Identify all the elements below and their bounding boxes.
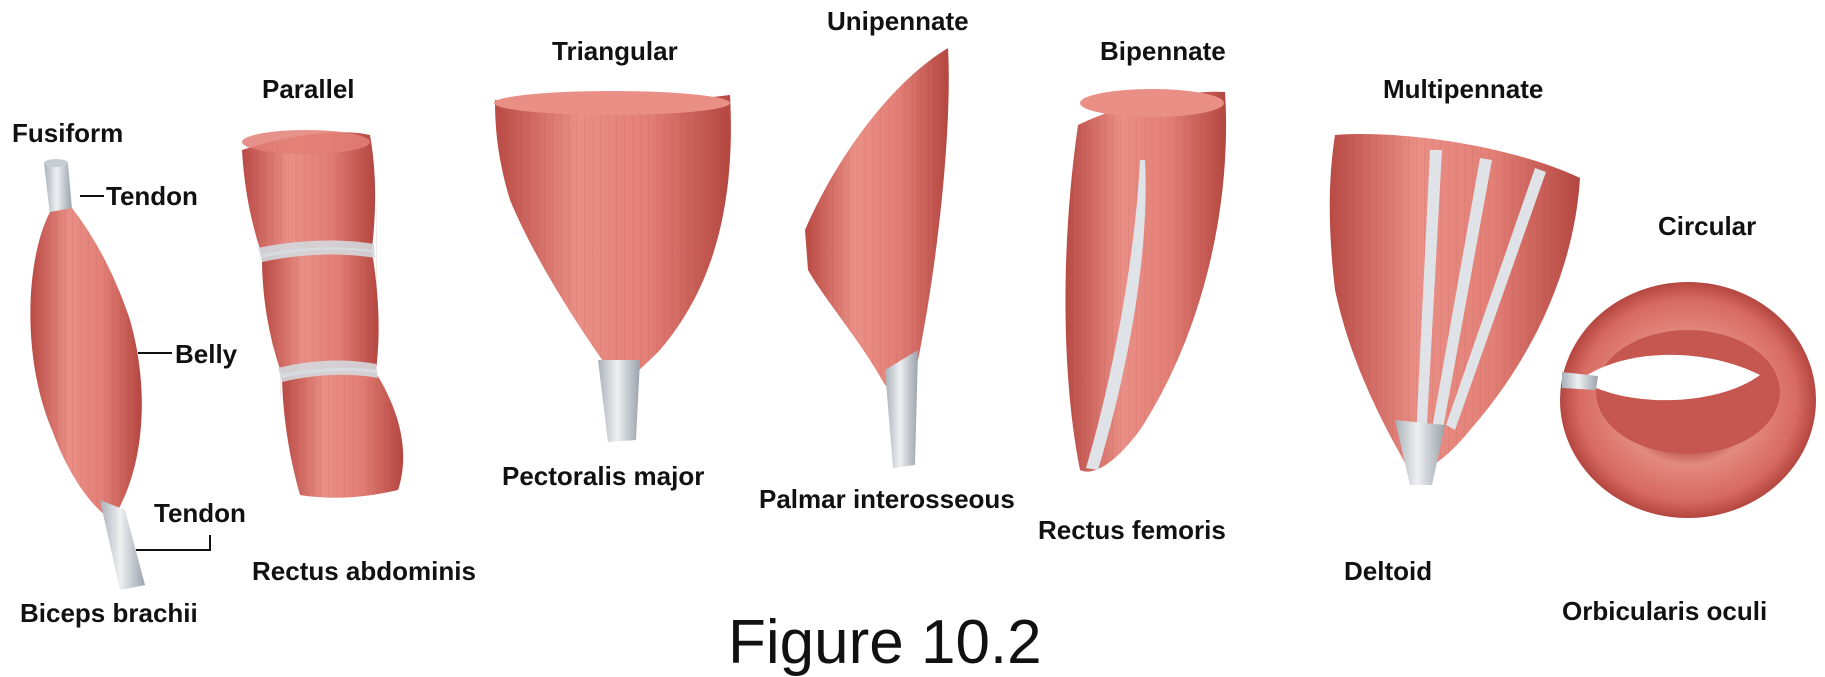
label-unipennate: Unipennate [827, 8, 969, 34]
example-multipennate: Deltoid [1344, 558, 1432, 584]
bipennate-muscle-figure [1065, 89, 1226, 472]
parallel-muscle-figure [242, 130, 403, 498]
unipennate-tendon [885, 350, 918, 468]
example-circular: Orbicularis oculi [1562, 598, 1767, 624]
parallel-top-end [242, 130, 370, 154]
figure-caption: Figure 10.2 [728, 612, 1042, 674]
triangular-tendon [598, 360, 640, 442]
example-triangular: Pectoralis major [502, 463, 704, 489]
triangular-top-end [494, 91, 730, 115]
label-triangular: Triangular [552, 38, 678, 64]
label-belly: Belly [175, 341, 237, 367]
circular-muscle-figure [1560, 282, 1816, 518]
fusiform-bottom-tendon [100, 500, 145, 590]
example-fusiform: Biceps brachii [20, 600, 198, 626]
example-unipennate: Palmar interosseous [759, 486, 1015, 512]
unipennate-fibers [805, 48, 949, 390]
unipennate-muscle-figure [805, 48, 949, 468]
label-circular: Circular [1658, 213, 1756, 239]
fusiform-fibers [30, 208, 141, 520]
muscle-shapes-diagram: Fusiform Parallel Triangular Unipennate … [0, 0, 1825, 627]
bipennate-top-end [1080, 89, 1224, 117]
multipennate-base-tendon [1395, 420, 1445, 485]
label-fusiform: Fusiform [12, 120, 123, 146]
fusiform-top-tendon-end [44, 159, 68, 167]
multipennate-muscle-figure [1330, 134, 1580, 485]
example-bipennate: Rectus femoris [1038, 517, 1226, 543]
label-tendon-top: Tendon [106, 183, 198, 209]
example-parallel: Rectus abdominis [252, 558, 476, 584]
label-multipennate: Multipennate [1383, 76, 1543, 102]
triangular-fibers [495, 95, 731, 385]
tendon-bottom-leader [136, 535, 210, 550]
triangular-muscle-figure [494, 91, 731, 442]
bipennate-fibers [1065, 92, 1226, 472]
label-parallel: Parallel [262, 76, 355, 102]
label-tendon-bottom: Tendon [154, 500, 246, 526]
fusiform-top-tendon [44, 163, 72, 215]
parallel-fibers [242, 132, 403, 497]
label-bipennate: Bipennate [1100, 38, 1226, 64]
